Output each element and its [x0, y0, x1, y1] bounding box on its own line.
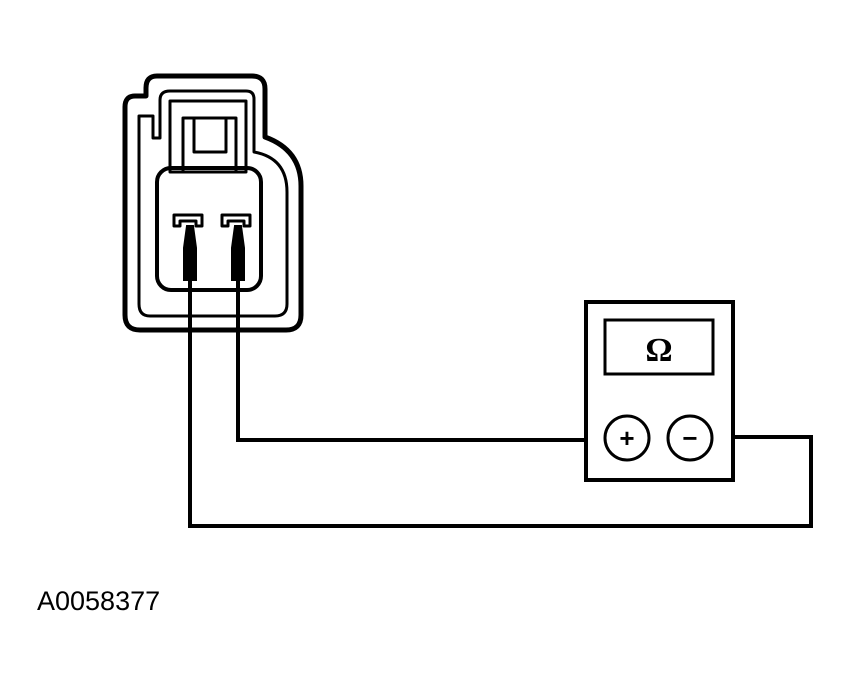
meter-probes — [183, 225, 245, 281]
lead-negative — [188, 280, 813, 528]
positive-terminal-label: + — [619, 423, 634, 453]
positive-terminal-jack — [603, 414, 651, 462]
test-leads — [188, 280, 813, 528]
ohm-symbol: Ω — [645, 332, 672, 369]
lead-positive — [236, 280, 605, 442]
probe-tip-positive — [231, 225, 245, 281]
connector-terminal-face — [155, 166, 263, 292]
probe-tip-negative — [183, 225, 197, 281]
connector-inner-outline — [137, 89, 289, 318]
connector-outer-shell — [122, 73, 304, 333]
negative-terminal-jack — [666, 414, 714, 462]
connector-lock-tab — [168, 99, 248, 174]
connector-lock-tab-inner — [181, 116, 238, 174]
figure-code: A0058377 — [37, 586, 161, 616]
electrical-connector — [122, 73, 304, 333]
terminal-pin-2 — [220, 213, 252, 228]
ohmmeter: Ω + − — [584, 300, 735, 482]
negative-terminal-label: − — [682, 423, 697, 453]
ohmmeter-display — [603, 318, 715, 376]
terminal-pin-1 — [172, 213, 204, 228]
